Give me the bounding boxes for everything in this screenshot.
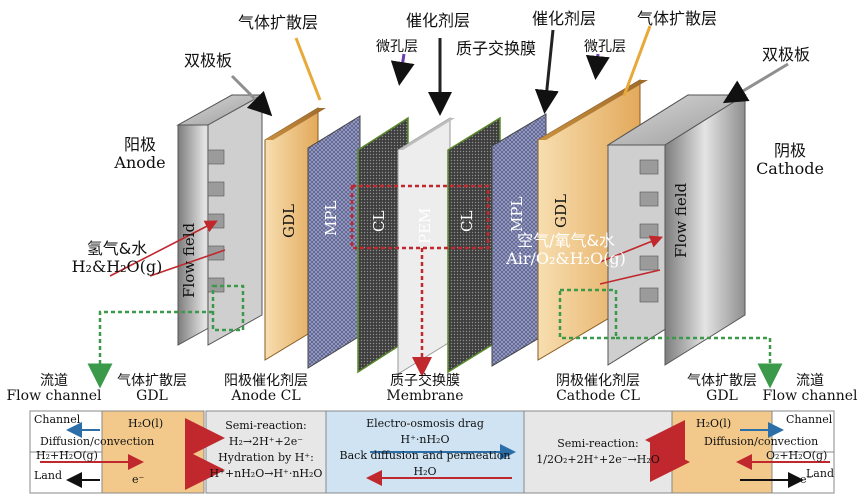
anode-input-formula: H₂&H₂O(g) [71,256,163,276]
right-gas-label: O₂+H₂O(g) [766,449,828,462]
cathode-input-cn: 空气/氧气&水 [517,231,615,250]
gdl-left-header: 气体扩散层 GDL [104,373,200,405]
cathode-input: 空气/氧气&水 Air/O₂&H₂O(g) [506,232,626,267]
membrane-header: 质子交换膜 Membrane [370,373,480,405]
cathode-zone-connector [616,336,783,389]
membrane-drag: Electro-osmosis drag [366,417,484,430]
gdl-left-label: GDL [280,204,298,238]
anode-input: 氢气&水 H₂&H₂O(g) [62,240,172,275]
anode-zone-connector [87,310,213,389]
cathode-cl-semi: Semi-reaction: [557,437,639,450]
cathode-label: 阴极 Cathode [750,142,830,177]
flow-channel-left-cn: 流道 [40,373,68,389]
cathode-cn: 阴极 [773,141,806,160]
gdl-left-header-en: GDL [136,388,168,405]
right-channel-label: Channel [786,413,833,426]
cathode-cl-header: 阴极催化剂层 Cathode CL [530,373,666,405]
anode-cl-semi: Semi-reaction: [225,419,307,432]
gdl-right-header-cn: 气体扩散层 [687,373,757,389]
right-diffusion-label: Diffusion/convection [704,435,819,448]
flow-channel-right-header: 流道 Flow channel [762,373,858,405]
bipolar-left-title: 双极板 [184,51,233,70]
mpl-right-label: MPL [508,197,526,232]
flow-field-right-label: Flow field [672,182,690,258]
leader-lines [230,25,789,117]
right-water-label: H₂O(l) [696,417,732,430]
flow-field-left-label: Flow field [180,222,198,298]
anode-cl-reaction: H₂→2H⁺+2e⁻ [228,434,304,448]
anode-cl-reactions: Semi-reaction: H₂→2H⁺+2e⁻ Hydration by H… [206,418,326,482]
left-electron-label: e⁻ [132,473,145,486]
cathode-inlet-arrows [599,235,663,285]
gdl-left-title: 气体扩散层 [238,13,319,32]
right-land-label: Land [806,467,834,480]
membrane-drag-eq: H⁺·nH₂O [400,432,450,446]
left-land-label: Land [34,469,62,482]
mpl-left-title: 微孔层 [376,39,418,55]
anode-cl-header: 阳极催化剂层 Anode CL [204,373,328,405]
cl-right-title: 催化剂层 [532,9,597,28]
anode-en: Anode [114,152,166,172]
cathode-cl-reactions: Semi-reaction: 1/2O₂+2H⁺+2e⁻→H₂O [524,436,672,468]
cathode-en: Cathode [756,158,824,178]
gdl-right-header: 气体扩散层 GDL [672,373,772,405]
bipolar-right-title: 双极板 [762,45,811,64]
cl-left-label: CL [370,211,388,232]
anode-cl-header-cn: 阳极催化剂层 [224,373,308,389]
flow-channel-left-en: Flow channel [6,388,102,405]
cl-right-label: CL [458,211,476,232]
membrane-transport: Electro-osmosis drag H⁺·nH₂O Back diffus… [326,416,524,480]
flow-channel-left-header: 流道 Flow channel [6,373,102,405]
cathode-zone-outline [558,288,618,340]
gdl-right-label: GDL [552,194,570,228]
left-diffusion-label: Diffusion/convection [40,435,155,448]
bottom-arrows [40,418,830,490]
anode-cl-hydration: Hydration by H⁺: [218,450,314,464]
left-channel-label: Channel [34,413,81,426]
cathode-cl-header-en: Cathode CL [556,388,640,405]
cathode-cl-header-cn: 阴极催化剂层 [556,373,640,389]
anode-label: 阳极 Anode [110,136,170,171]
membrane-header-cn: 质子交换膜 [390,373,460,389]
anode-cl-header-en: Anode CL [231,388,301,405]
bipolar-plate-right [606,94,747,366]
cl-left-title: 催化剂层 [406,11,471,30]
cathode-cl-reaction: 1/2O₂+2H⁺+2e⁻→H₂O [536,452,660,466]
anode-inlet-arrows [109,220,226,277]
pem-label: PEM [416,208,434,244]
bipolar-plate-left [176,94,264,346]
mpl-right-title: 微孔层 [584,39,626,55]
right-electron-label: e⁻ [800,473,813,486]
cathode-input-formula: Air/O₂&H₂O(g) [506,248,626,268]
membrane-water: H₂O [413,464,437,478]
anode-input-cn: 氢气&水 [86,239,148,258]
flow-channel-right-cn: 流道 [796,373,824,389]
left-gas-label: H₂+H₂O(g) [36,449,98,462]
gdl-right-header-en: GDL [706,388,738,405]
flow-channel-right-en: Flow channel [762,388,858,405]
anode-zone-outline [211,284,245,332]
gdl-left-header-cn: 气体扩散层 [117,373,187,389]
membrane-header-en: Membrane [386,388,464,405]
reaction-zone-outline [350,184,490,250]
mpl-left-label: MPL [322,201,340,236]
left-water-label: H₂O(l) [128,417,164,430]
anode-cl-hydration-eq: H⁺+nH₂O→H⁺·nH₂O [209,466,323,480]
pem-layer [397,117,455,375]
membrane-back-diffusion: Back diffusion and permeation [339,448,511,462]
pem-title: 质子交换膜 [456,39,537,58]
gdl-right-title: 气体扩散层 [637,9,718,28]
anode-cn: 阳极 [123,135,156,154]
